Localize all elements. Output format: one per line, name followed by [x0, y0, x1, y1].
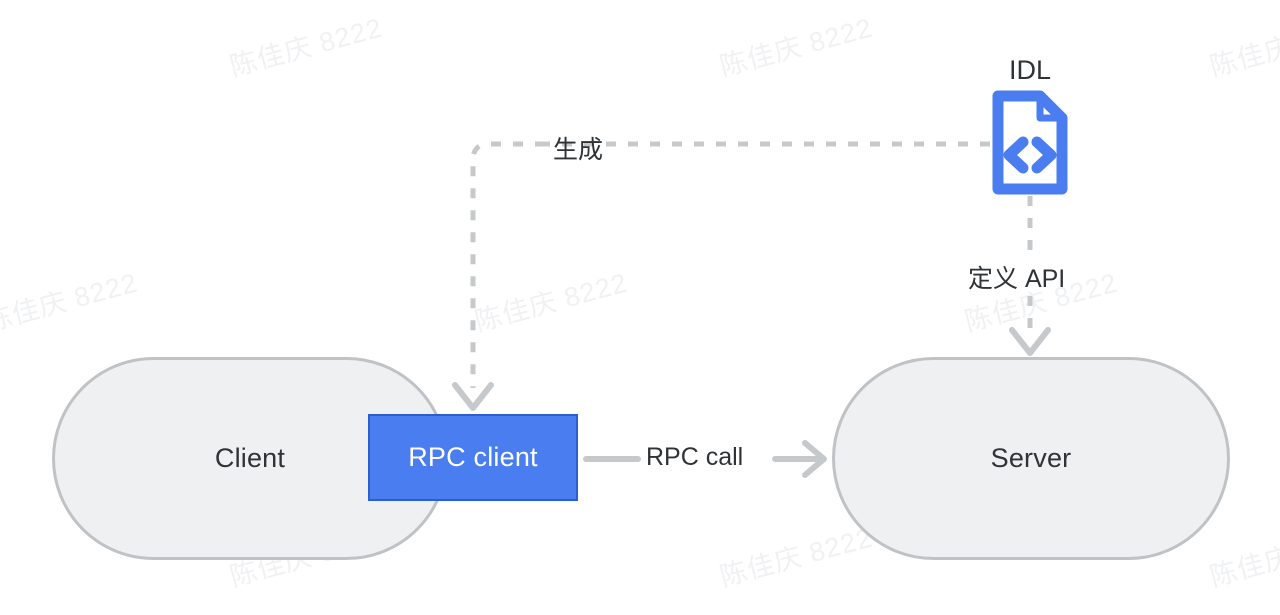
node-server[interactable]: Server — [832, 357, 1230, 560]
code-document-icon — [992, 90, 1068, 195]
node-server-label: Server — [990, 443, 1072, 473]
node-client-label: Client — [214, 443, 286, 473]
edge-label-rpc-call: RPC call — [646, 443, 744, 471]
node-idl-label: IDL — [1008, 55, 1052, 85]
node-rpc-client-label: RPC client — [408, 442, 538, 472]
edge-label-define-api: 定义 API — [968, 265, 1066, 293]
node-idl[interactable]: IDL — [962, 55, 1098, 195]
edge-label-generate: 生成 — [553, 136, 604, 164]
node-rpc-client[interactable]: RPC client — [368, 414, 578, 501]
